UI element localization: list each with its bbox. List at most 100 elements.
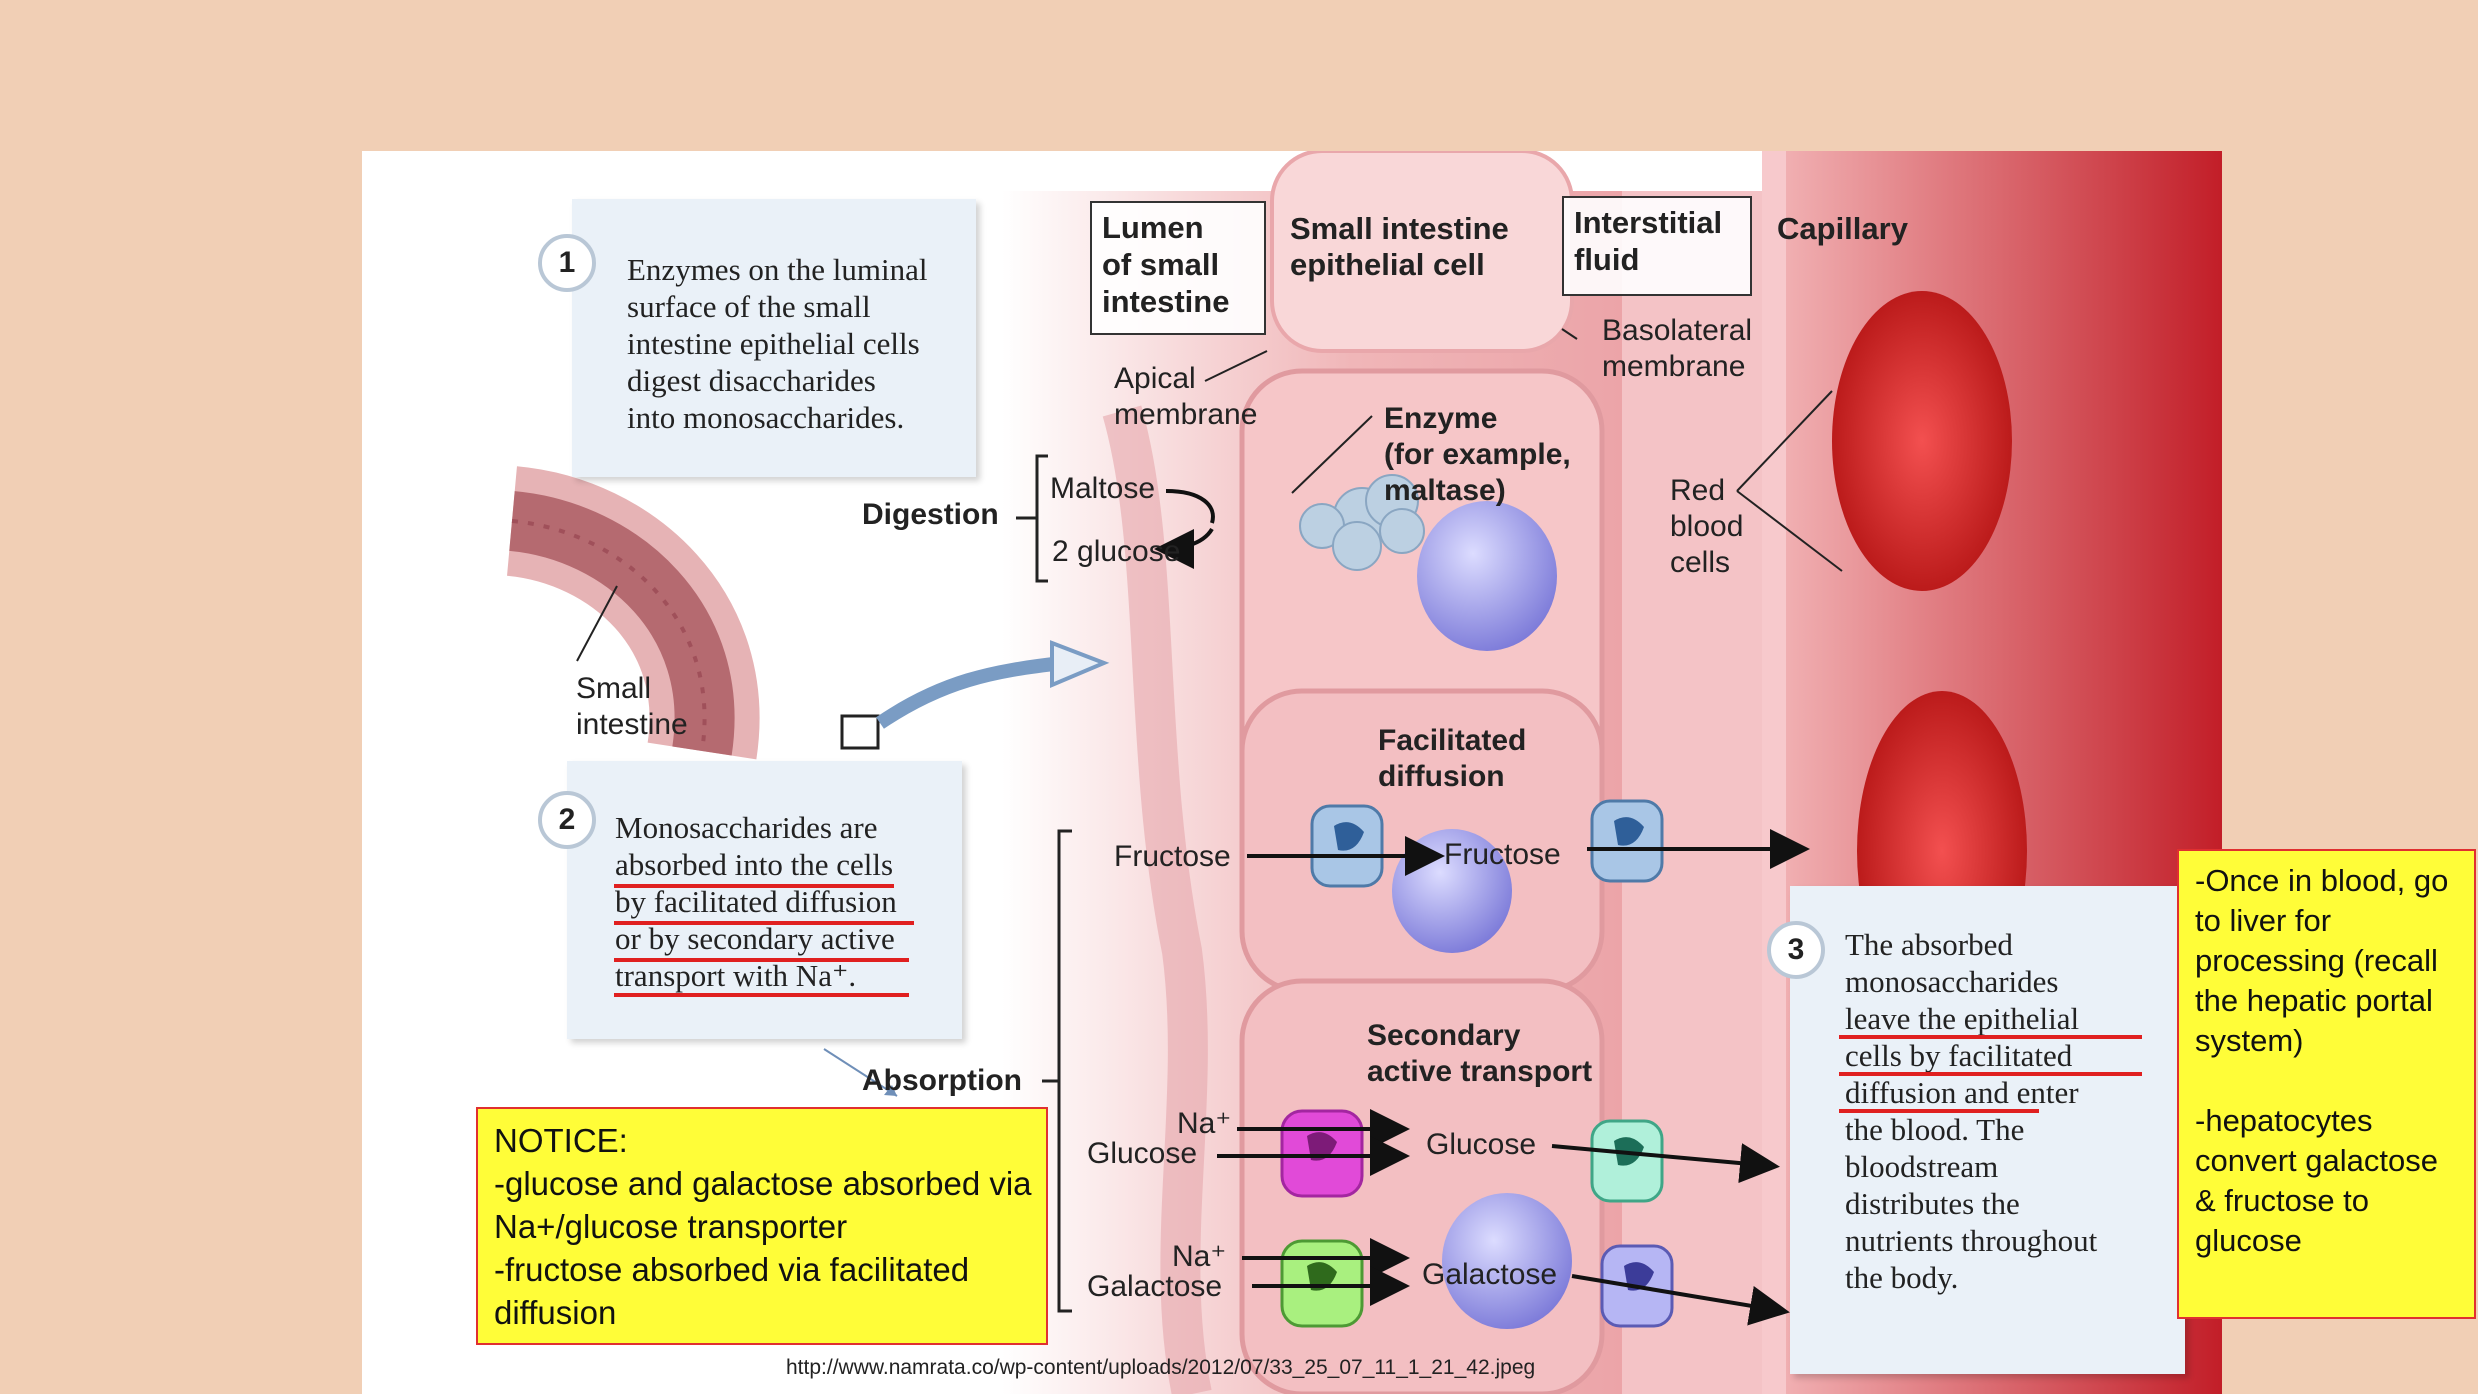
galactose-cell-label: Galactose [1422,1258,1558,1291]
side-note-line: system) [2195,1023,2304,1058]
side-note-line: the hepatic portal [2195,983,2433,1018]
side-note-line: convert galactose [2195,1143,2438,1178]
step-2-number: 2 [538,791,596,849]
diagram-artwork [505,151,2222,1394]
step-2-line: by facilitated diffusion [615,884,897,919]
red-underline [614,921,914,925]
diagram-image: Lumen of small intestine Small intestine… [362,151,2222,1394]
step-3-line: distributes the [1845,1186,2020,1221]
epithelial-header: Small intestine epithelial cell [1290,211,1509,283]
notice-line: -glucose and galactose absorbed via [494,1165,1032,1202]
label-line: Small [576,672,652,705]
absorption-label: Absorption [862,1064,1022,1097]
sodium-label-1: Na⁺ [1177,1107,1232,1140]
lumen-header-line: intestine [1102,284,1230,319]
label-line: Facilitated [1378,724,1527,757]
label-line: Red [1670,474,1726,507]
step-3-line: cells by facilitated [1845,1038,2073,1073]
label-line: intestine [576,708,688,741]
label-line: cells [1670,546,1731,579]
step-2-line: transport with Na⁺. [615,958,857,993]
apical-membrane-label: Apical membrane [1114,361,1257,433]
side-note-line: -Once in blood, go [2195,863,2449,898]
capillary-header: Capillary [1777,211,1908,246]
label-line: Secondary [1367,1019,1521,1052]
digestion-label: Digestion [862,498,999,531]
fructose-transporter-apical-icon [1310,804,1384,888]
step-1-line: intestine epithelial cells [627,326,920,361]
red-underline [614,993,909,997]
facilitated-diffusion-label: Facilitated diffusion [1378,723,1526,795]
step-3-number: 3 [1767,921,1825,979]
red-underline [1839,1109,2039,1113]
step-3-line: the body. [1845,1260,1959,1295]
side-note-line: -hepatocytes [2195,1103,2373,1138]
step-1-line: Enzymes on the luminal [627,252,928,287]
step-1-line: into monosaccharides. [627,400,905,435]
step-3-line: bloodstream [1845,1149,1999,1184]
fructose-transporter-basolateral-icon [1590,799,1664,883]
epithelial-header-line: epithelial cell [1290,247,1485,282]
side-note-line: to liver for [2195,903,2332,938]
label-line: Enzyme [1384,402,1498,435]
step-1-box: Enzymes on the luminal surface of the sm… [572,199,976,477]
side-note-line: & fructose to [2195,1183,2370,1218]
label-line: diffusion [1378,760,1505,793]
glucose-cell-label: Glucose [1426,1128,1537,1161]
interstitial-header-line: fluid [1574,242,1640,277]
step-2-line: Monosaccharides are [615,810,878,845]
red-underline [614,884,894,888]
glucose-transporter-basolateral-icon [1590,1119,1664,1203]
step-2-box: Monosaccharides are absorbed into the ce… [567,761,962,1039]
step-3-line: The absorbed [1845,927,2013,962]
label-line: active transport [1367,1055,1593,1088]
step-3-line: leave the epithelial [1845,1001,2080,1036]
red-underline [1839,1072,2142,1076]
step-1-line: digest disaccharides [627,363,876,398]
sglt-transporter-galactose-icon [1280,1239,1364,1328]
notice-line: NOTICE: [494,1122,628,1159]
secondary-active-transport-label: Secondary active transport [1367,1018,1592,1090]
small-intestine-label: Small intestine [576,671,688,743]
side-note-line: glucose [2195,1223,2302,1258]
side-note-spacer [2195,1061,2458,1101]
lumen-header: Lumen of small intestine [1090,201,1266,335]
step-3-line: the blood. The [1845,1112,2025,1147]
galactose-lumen-label: Galactose [1087,1270,1223,1303]
label-line: (for example, [1384,438,1571,471]
lumen-header-line: of small [1102,247,1220,282]
side-note-line: processing (recall [2195,943,2438,978]
maltose-label: Maltose [1050,472,1156,505]
interstitial-header: Interstitial fluid [1562,196,1752,296]
side-note-box: -Once in blood, go to liver for processi… [2177,849,2476,1319]
notice-line: diffusion [494,1294,617,1331]
label-line: Basolateral [1602,314,1753,347]
interstitial-header-line: Interstitial [1574,205,1723,240]
step-2-line: absorbed into the cells [615,847,894,882]
step-3-line: diffusion and enter [1845,1075,2079,1110]
label-line: membrane [1114,398,1258,431]
glucose-lumen-label: Glucose [1087,1137,1198,1170]
step-1-number: 1 [538,234,596,292]
lumen-header-line: Lumen [1102,210,1204,245]
fructose-lumen-label: Fructose [1114,840,1231,873]
sodium-label-2: Na⁺ [1172,1240,1227,1273]
source-url: http://www.namrata.co/wp-content/uploads… [786,1356,1536,1379]
label-line: Apical [1114,362,1196,395]
step-1-line: surface of the small [627,289,871,324]
step-3-line: monosaccharides [1845,964,2059,999]
fructose-cell-label: Fructose [1444,838,1561,871]
sglt-transporter-glucose-icon [1280,1109,1364,1198]
label-line: blood [1670,510,1744,543]
notice-line: -fructose absorbed via facilitated [494,1251,970,1288]
two-glucose-label: 2 glucose [1052,535,1181,568]
label-line: membrane [1602,350,1746,383]
label-line: maltase) [1384,474,1506,507]
red-blood-cells-label: Red blood cells [1670,473,1743,581]
step-3-line: nutrients throughout [1845,1223,2098,1258]
red-underline [1839,1035,2142,1039]
enzyme-label: Enzyme (for example, maltase) [1384,401,1571,509]
step-2-line: or by secondary active [615,921,895,956]
red-underline [614,958,909,962]
epithelial-header-line: Small intestine [1290,211,1509,246]
